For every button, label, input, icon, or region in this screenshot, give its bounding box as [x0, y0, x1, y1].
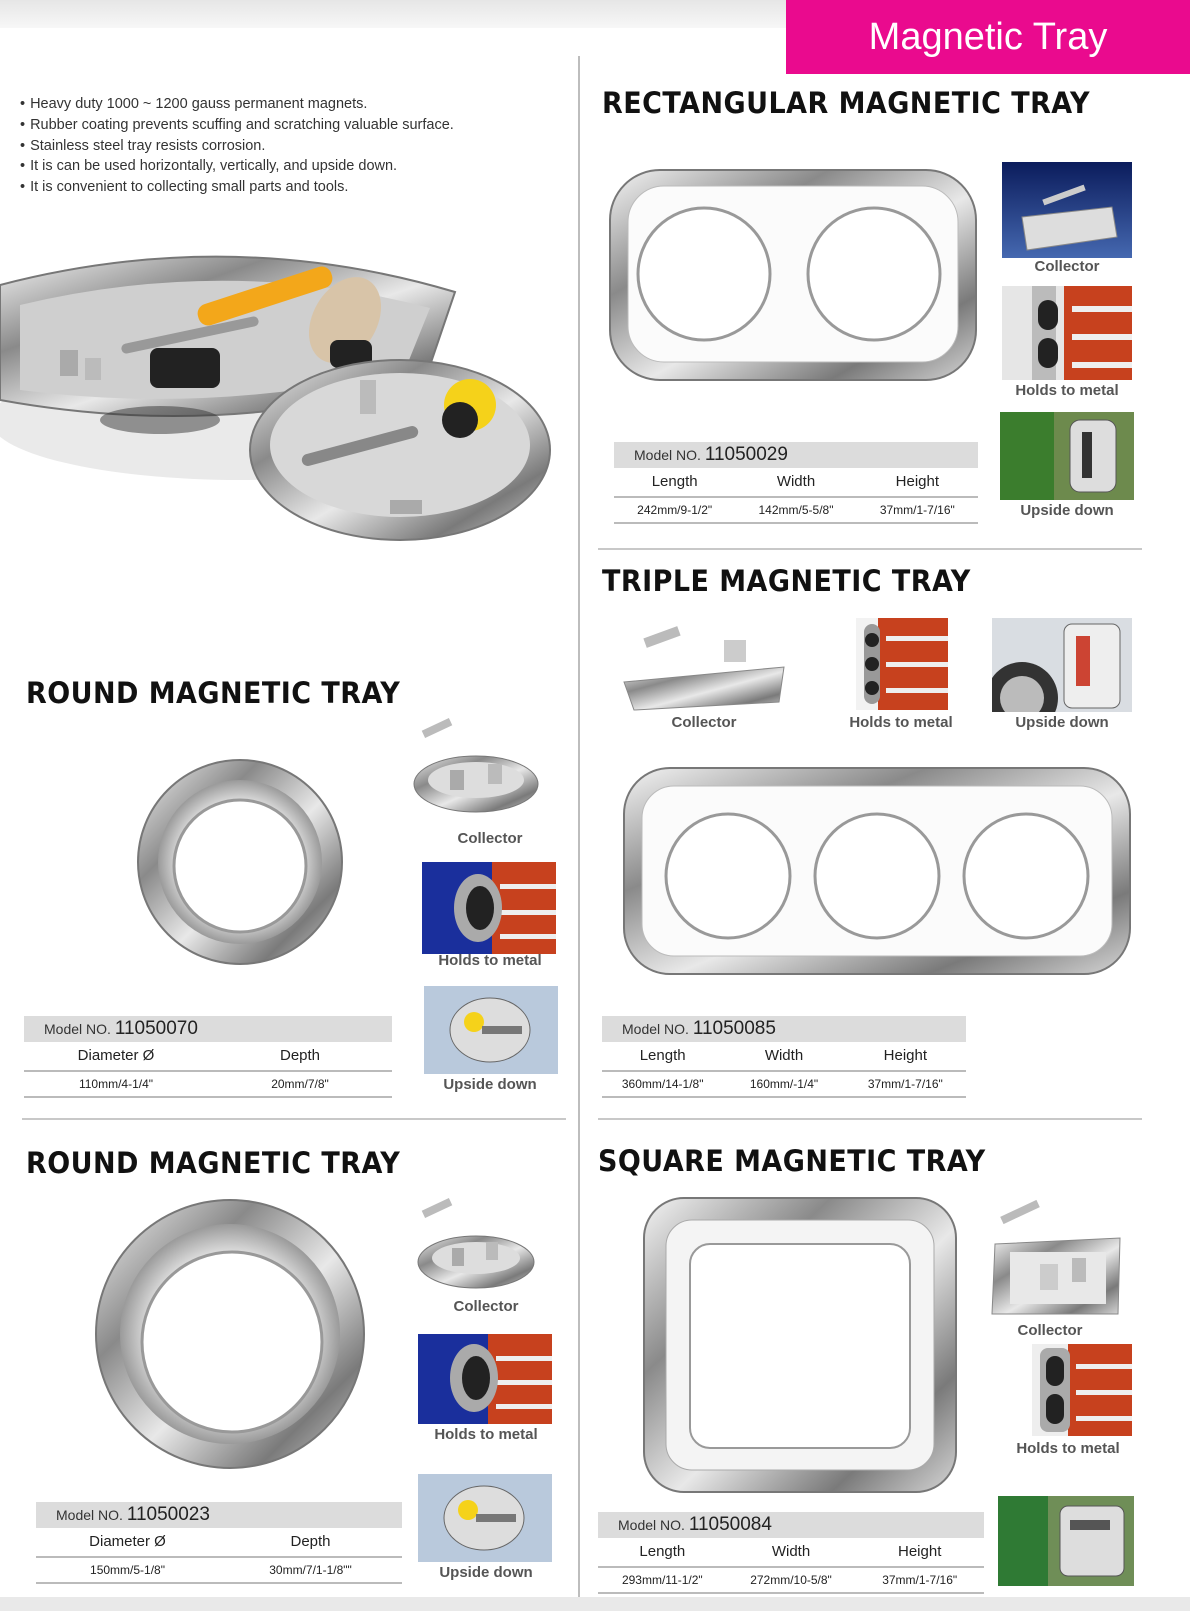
rect-collector-thumb: [1002, 162, 1132, 258]
spec-table-triple: Model NO. 11050085 Length Width Height 360…: [602, 1016, 966, 1098]
round1-collector-caption: Collector: [457, 830, 523, 847]
spec-table-round-2: Model NO. 11050023 Diameter Ø Depth 150mm…: [36, 1502, 402, 1584]
triple-collector-caption: Collector: [671, 714, 737, 731]
spec-header: Width: [776, 473, 816, 490]
spec-header: Height: [895, 473, 939, 490]
triple-upside-caption: Upside down: [1015, 714, 1109, 731]
spec-table-rectangular: Model NO. 11050029 Length Width Height 242…: [614, 442, 978, 524]
spec-header: Length: [639, 1543, 686, 1560]
square-holds-thumb: [1032, 1344, 1132, 1436]
rectangular-tray-image: [609, 169, 977, 381]
round2-holds-caption: Holds to metal: [434, 1426, 538, 1443]
spec-value: 37mm/1-7/16": [867, 1077, 943, 1091]
spec-header: Width: [771, 1543, 811, 1560]
spec-value: 160mm/-1/4": [749, 1077, 819, 1091]
triple-tray-image: [623, 767, 1131, 975]
model-number-row: Model NO. 11050029: [614, 442, 978, 468]
column-divider: [578, 56, 580, 1601]
spec-header: Depth: [279, 1047, 321, 1064]
spec-value: 37mm/1-7/16": [879, 503, 955, 517]
bottom-strip: [0, 1597, 1190, 1611]
round2-holds-thumb: [418, 1334, 552, 1424]
rect-holds-thumb: [1002, 286, 1132, 380]
rect-upside-caption: Upside down: [1020, 502, 1114, 519]
spec-header: Height: [883, 1047, 927, 1064]
spec-value: 242mm/9-1/2": [637, 503, 713, 517]
round2-upside-thumb: [418, 1474, 552, 1562]
triple-upside-thumb: [992, 618, 1132, 712]
round1-upside-caption: Upside down: [443, 1076, 537, 1093]
spec-header: Diameter Ø: [77, 1047, 155, 1064]
spec-value: 293mm/11-1/2": [621, 1573, 703, 1587]
round1-holds-thumb: [422, 862, 556, 954]
spec-header: Length: [639, 1047, 686, 1064]
spec-value: 150mm/5-1/8": [90, 1563, 165, 1577]
square-tray-image: [643, 1197, 957, 1493]
page-banner: Magnetic Tray: [786, 0, 1190, 74]
round2-collector-caption: Collector: [453, 1298, 519, 1315]
section-title-triple: TRIPLE MAGNETIC TRAY: [602, 564, 971, 598]
section-title-square: SQUARE MAGNETIC TRAY: [598, 1144, 986, 1178]
spec-value: 142mm/5-5/8": [758, 503, 834, 517]
spec-value: 110mm/4-1/4": [78, 1077, 154, 1091]
triple-holds-thumb: [856, 618, 948, 710]
model-number-row: Model NO. 11050023: [36, 1502, 402, 1528]
rect-collector-caption: Collector: [1034, 258, 1100, 275]
spec-header: Width: [764, 1047, 804, 1064]
square-collector-caption: Collector: [1017, 1322, 1083, 1339]
round1-holds-caption: Holds to metal: [438, 952, 542, 969]
spec-table-round-1: Model NO. 11050070 Diameter Ø Depth 110mm…: [24, 1016, 392, 1098]
model-number-row: Model NO. 11050070: [24, 1016, 392, 1042]
spec-value: 30mm/7/1-1/8"": [269, 1563, 352, 1577]
spec-header: Length: [651, 473, 698, 490]
square-upside-thumb: [998, 1496, 1134, 1586]
triple-collector-thumb: [614, 612, 794, 712]
section-divider: [598, 1118, 1142, 1120]
spec-header: Depth: [290, 1533, 331, 1550]
square-collector-thumb: [970, 1194, 1130, 1318]
model-number-row: Model NO. 11050084: [598, 1512, 984, 1538]
spec-header: Height: [898, 1543, 942, 1560]
round1-collector-thumb: [394, 712, 562, 822]
round2-upside-caption: Upside down: [439, 1564, 533, 1581]
feature-list: Heavy duty 1000 ~ 1200 gauss permanent m…: [20, 94, 454, 198]
section-title-round-1: ROUND MAGNETIC TRAY: [26, 676, 401, 710]
section-divider: [22, 1118, 566, 1120]
section-divider: [598, 548, 1142, 550]
hero-tray-photo: [0, 255, 551, 541]
rect-holds-caption: Holds to metal: [1015, 382, 1119, 399]
spec-header: Diameter Ø: [89, 1533, 166, 1550]
spec-value: 20mm/7/8": [271, 1077, 329, 1091]
spec-value: 37mm/1-7/16": [882, 1573, 958, 1587]
feature-item: Stainless steel tray resists corrosion.: [20, 136, 454, 157]
round-tray-image-2: [95, 1199, 365, 1469]
feature-item: It is can be used horizontally, vertical…: [20, 156, 454, 177]
section-title-rectangular: RECTANGULAR MAGNETIC TRAY: [602, 86, 1091, 120]
feature-item: Rubber coating prevents scuffing and scr…: [20, 115, 454, 136]
spec-value: 360mm/14-1/8": [621, 1077, 704, 1091]
spec-value: 272mm/10-5/8": [750, 1573, 832, 1587]
round1-upside-thumb: [424, 986, 558, 1074]
spec-table-square: Model NO. 11050084 Length Width Height 293…: [598, 1512, 984, 1594]
section-title-round-2: ROUND MAGNETIC TRAY: [26, 1146, 401, 1180]
rect-upside-thumb: [1000, 412, 1134, 500]
round2-collector-thumb: [394, 1190, 558, 1294]
round-tray-image-1: [137, 759, 343, 965]
triple-holds-caption: Holds to metal: [849, 714, 953, 731]
square-holds-caption: Holds to metal: [1016, 1440, 1120, 1457]
feature-item: Heavy duty 1000 ~ 1200 gauss permanent m…: [20, 94, 454, 115]
feature-item: It is convenient to collecting small par…: [20, 177, 454, 198]
model-number-row: Model NO. 11050085: [602, 1016, 966, 1042]
